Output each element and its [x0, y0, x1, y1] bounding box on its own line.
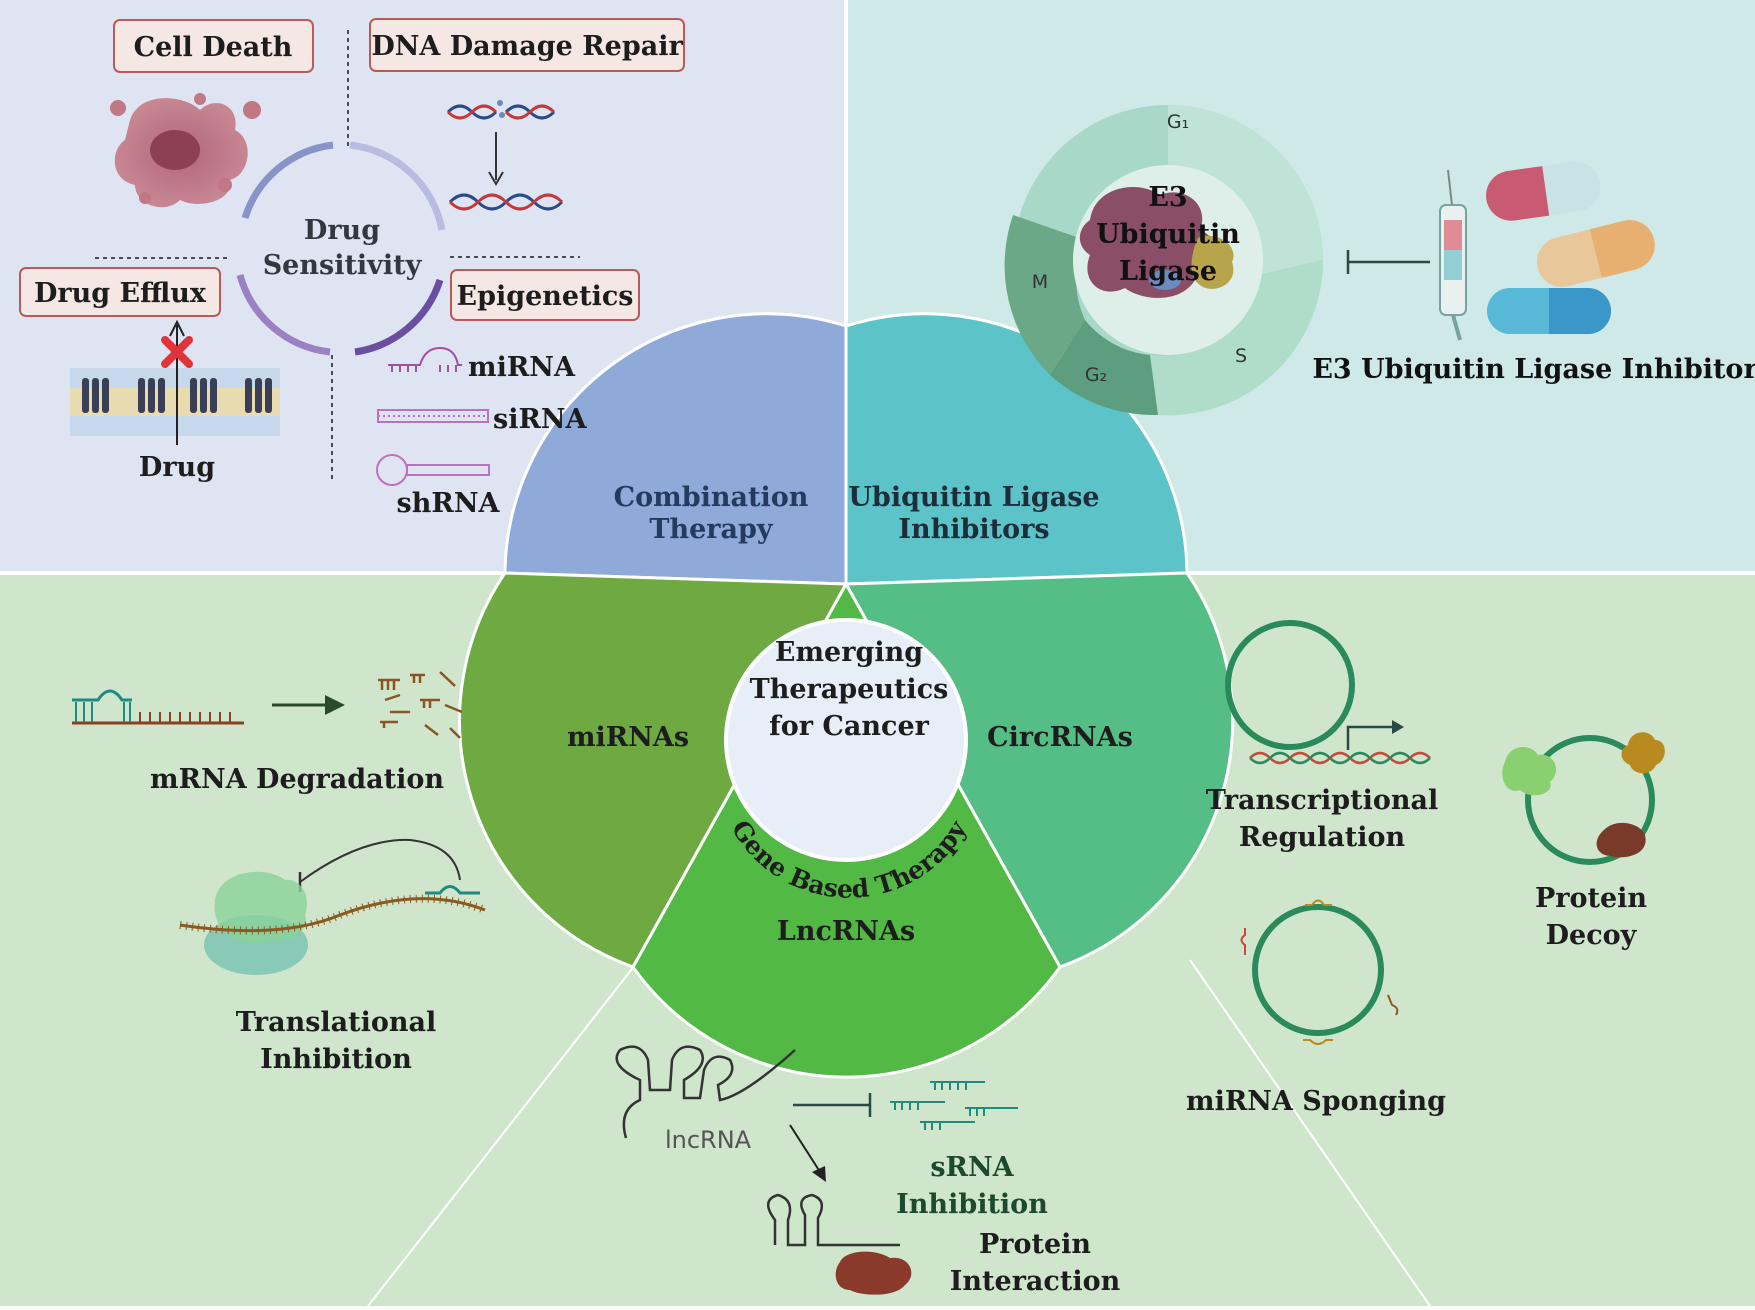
- center-hub: [724, 618, 968, 862]
- srna-inhibition-arrow: [793, 1093, 872, 1117]
- e3-label-2: Ubiquitin: [1096, 219, 1240, 250]
- drug-efflux-box: [19, 267, 221, 317]
- epigenetics-box: [450, 269, 640, 321]
- protein-decoy-illustration: [1502, 732, 1665, 865]
- center-title-line2: Therapeutics: [750, 674, 949, 705]
- lncrna-protein-illustration: [767, 1193, 912, 1295]
- protein-decoy-label-1: Protein: [1535, 883, 1647, 914]
- transcriptional-regulation-label-1: Transcriptional: [1206, 785, 1439, 816]
- e3-label-3: Ligase: [1119, 256, 1217, 287]
- wedge-label-combination-1: Combination: [614, 482, 809, 513]
- srna-fragments-illustration: [890, 1081, 1018, 1130]
- inhibition-arrow: [1346, 250, 1430, 274]
- phase-g1-label: G₁: [1167, 111, 1189, 133]
- center-title-line1: Emerging: [775, 637, 923, 668]
- wedge-label-ubiquitin-1: Ubiquitin Ligase: [848, 482, 1099, 513]
- phase-g2-label: G₂: [1085, 364, 1107, 386]
- wedge-label-ubiquitin-2: Inhibitors: [898, 514, 1049, 545]
- protein-interaction-arrow: [789, 1124, 826, 1182]
- translational-inhibition-illustration: [179, 838, 487, 975]
- wedge-label-mirnas: miRNAs: [567, 722, 689, 753]
- mrna-degradation-label: mRNA Degradation: [150, 764, 444, 795]
- capsule-pills-icon: [1486, 161, 1655, 334]
- protein-decoy-label-2: Decoy: [1546, 920, 1638, 951]
- divider-lncrna-right: [1189, 959, 1431, 1307]
- srna-inhibition-label-2: Inhibition: [896, 1189, 1048, 1220]
- rna-types-illustration: [376, 346, 490, 486]
- translational-inhibition-label-2: Inhibition: [260, 1044, 412, 1075]
- mirna-sponging-illustration: [1240, 899, 1399, 1045]
- membrane-illustration: [70, 319, 280, 445]
- drug-label: Drug: [139, 452, 215, 483]
- protein-interaction-label-2: Interaction: [950, 1266, 1121, 1297]
- srna-inhibition-label-1: sRNA: [930, 1152, 1014, 1183]
- mirna-sponging-label: miRNA Sponging: [1186, 1086, 1446, 1117]
- transcriptional-regulation-illustration: [1225, 620, 1431, 765]
- wedge-label-lncrnas: LncRNAs: [777, 916, 915, 947]
- protein-interaction-label-1: Protein: [979, 1229, 1091, 1260]
- dead-cell-illustration: [110, 93, 261, 208]
- e3-inhibitor-label: E3 Ubiquitin Ligase Inhibitor: [1312, 354, 1755, 385]
- wedge-combination: [503, 312, 848, 586]
- divider-lncrna-left: [367, 964, 636, 1307]
- lncrna-structure-illustration: [615, 1045, 796, 1139]
- transcriptional-regulation-label-2: Regulation: [1239, 822, 1406, 853]
- mrna-degradation-illustration: [72, 671, 463, 739]
- wedge-label-circrnas: CircRNAs: [987, 722, 1133, 753]
- lncrna-label: lncRNA: [665, 1126, 752, 1154]
- drug-efflux-label: Drug Efflux: [34, 278, 207, 309]
- dna-repair-label: DNA Damage Repair: [371, 31, 683, 62]
- shrna-type-label: shRNA: [397, 488, 501, 519]
- drug-sensitivity-label-1: Drug: [304, 215, 380, 246]
- dna-repair-illustration: [446, 100, 564, 211]
- e3-label-1: E3: [1148, 182, 1187, 213]
- wedge-label-combination-2: Therapy: [649, 514, 773, 545]
- epigenetics-label: Epigenetics: [457, 281, 634, 312]
- sirna-type-label: siRNA: [493, 404, 588, 435]
- syringe-icon: [1439, 169, 1467, 341]
- drug-sensitivity-label-2: Sensitivity: [263, 250, 423, 281]
- drug-sensitivity-cycle: [236, 141, 446, 356]
- cell-death-label: Cell Death: [134, 32, 293, 63]
- center-title-line3: for Cancer: [769, 711, 929, 742]
- cell-cycle-ring: [1004, 105, 1324, 416]
- therapy-wheel: [458, 312, 1235, 1079]
- mirna-type-label: miRNA: [468, 352, 576, 383]
- phase-m-label: M: [1032, 271, 1048, 293]
- translational-inhibition-label-1: Translational: [236, 1007, 437, 1038]
- cell-death-box: [113, 19, 314, 73]
- phase-s-label: S: [1235, 345, 1247, 367]
- dna-repair-box: [369, 18, 685, 72]
